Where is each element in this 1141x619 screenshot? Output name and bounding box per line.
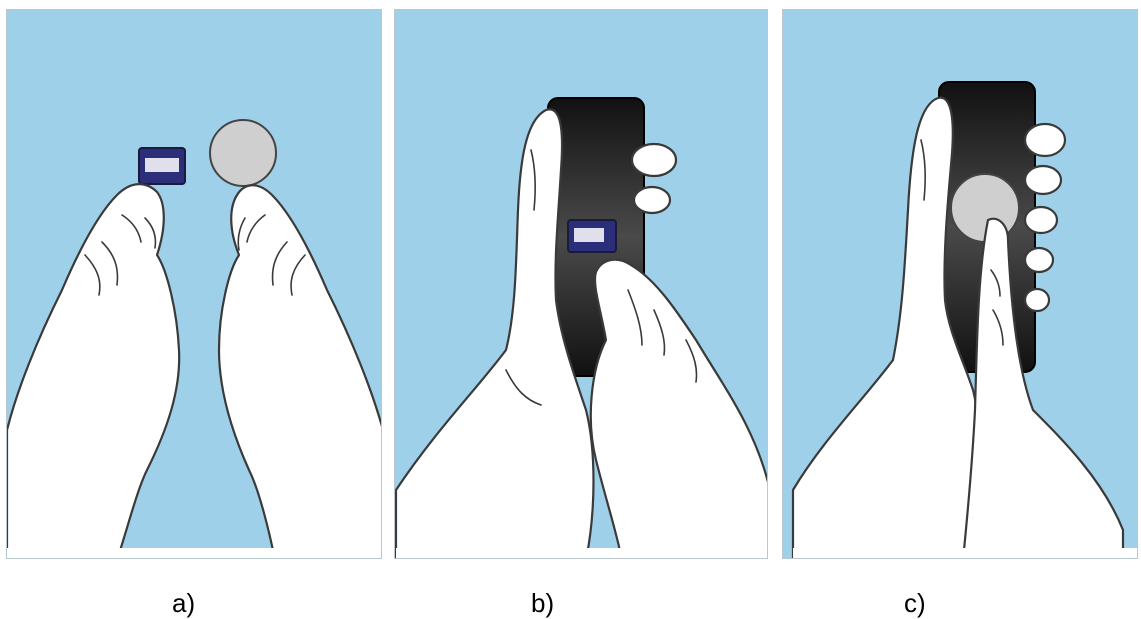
hand-attaching-sensor-to-phone-icon <box>395 10 768 559</box>
right-hand <box>591 260 768 559</box>
caption-a: a) <box>172 590 195 616</box>
hands-holding-sensor-and-disc-icon <box>7 10 382 559</box>
caption-b: b) <box>531 590 554 616</box>
caption-c: c) <box>904 590 926 616</box>
disc-icon <box>210 120 276 186</box>
panel-c <box>782 9 1138 559</box>
panel-a <box>6 9 382 559</box>
left-hand <box>7 184 179 559</box>
panel-b <box>394 9 768 559</box>
finger-pressing-disc-on-phone-icon <box>783 10 1138 559</box>
right-hand <box>219 185 382 559</box>
